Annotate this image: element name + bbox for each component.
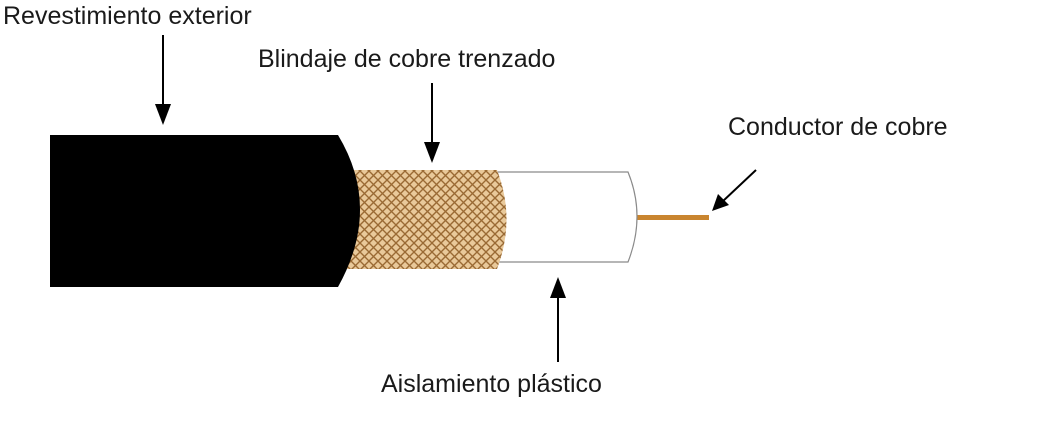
arrow-outer-jacket [155, 35, 171, 125]
label-braided-shield: Blindaje de cobre trenzado [258, 45, 555, 73]
label-copper-conductor: Conductor de cobre [728, 113, 948, 141]
label-plastic-insulation: Aislamiento plástico [381, 370, 602, 398]
arrow-plastic-insulation [550, 277, 566, 362]
copper-conductor [636, 215, 709, 220]
plastic-insulation [489, 171, 638, 263]
arrow-braided-shield [424, 83, 440, 163]
outer-jacket [50, 135, 360, 287]
braided-copper-shield [340, 170, 507, 269]
label-outer-jacket: Revestimiento exterior [3, 2, 252, 30]
arrow-copper-conductor [712, 169, 757, 211]
